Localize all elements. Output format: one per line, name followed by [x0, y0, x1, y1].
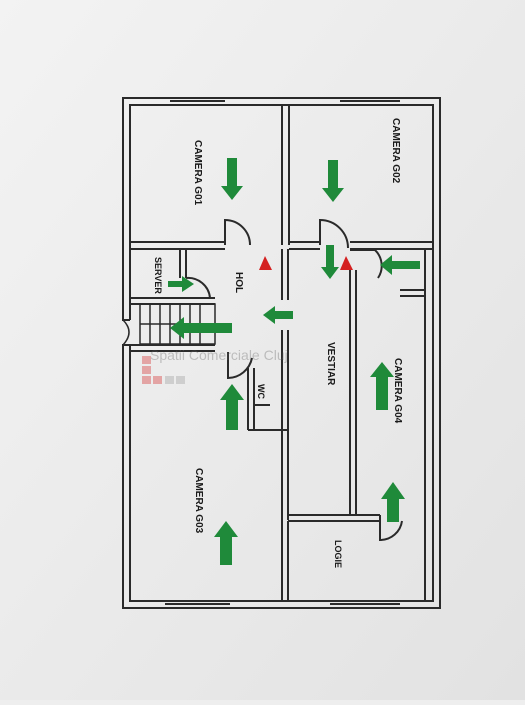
arrow-icon	[322, 160, 344, 202]
arrow-icon	[214, 521, 238, 565]
warning-triangle-icon	[259, 256, 272, 270]
door-swings	[185, 218, 403, 542]
arrow-icon	[381, 482, 405, 522]
arrow-icon	[380, 255, 420, 275]
label-wc: WC	[256, 384, 266, 399]
arrow-icon	[168, 276, 194, 292]
arrow-icon	[370, 362, 394, 410]
label-vestiar: VESTIAR	[325, 342, 336, 386]
arrow-icon	[321, 245, 339, 279]
label-camera-g02: CAMERA G02	[390, 118, 401, 184]
watermark-text: Spatii Comerciale Cluj	[150, 347, 288, 363]
label-hol: HOL	[233, 272, 244, 293]
arrow-icon	[221, 158, 243, 200]
interior-walls	[130, 105, 433, 601]
label-camera-g04: CAMERA G04	[392, 358, 403, 424]
label-logie: LOGIE	[333, 540, 343, 568]
evacuation-arrows	[168, 158, 420, 565]
label-camera-g03: CAMERA G03	[193, 468, 204, 534]
warning-triangle-icon	[340, 256, 353, 270]
arrow-icon	[220, 384, 244, 430]
arrow-icon	[170, 317, 232, 339]
outer-walls	[122, 97, 441, 609]
label-server: SERVER	[153, 257, 163, 294]
windows	[165, 100, 400, 605]
arrow-icon	[263, 306, 293, 324]
label-camera-g01: CAMERA G01	[192, 140, 203, 206]
watermark: Spatii Comerciale Cluj	[142, 347, 288, 384]
